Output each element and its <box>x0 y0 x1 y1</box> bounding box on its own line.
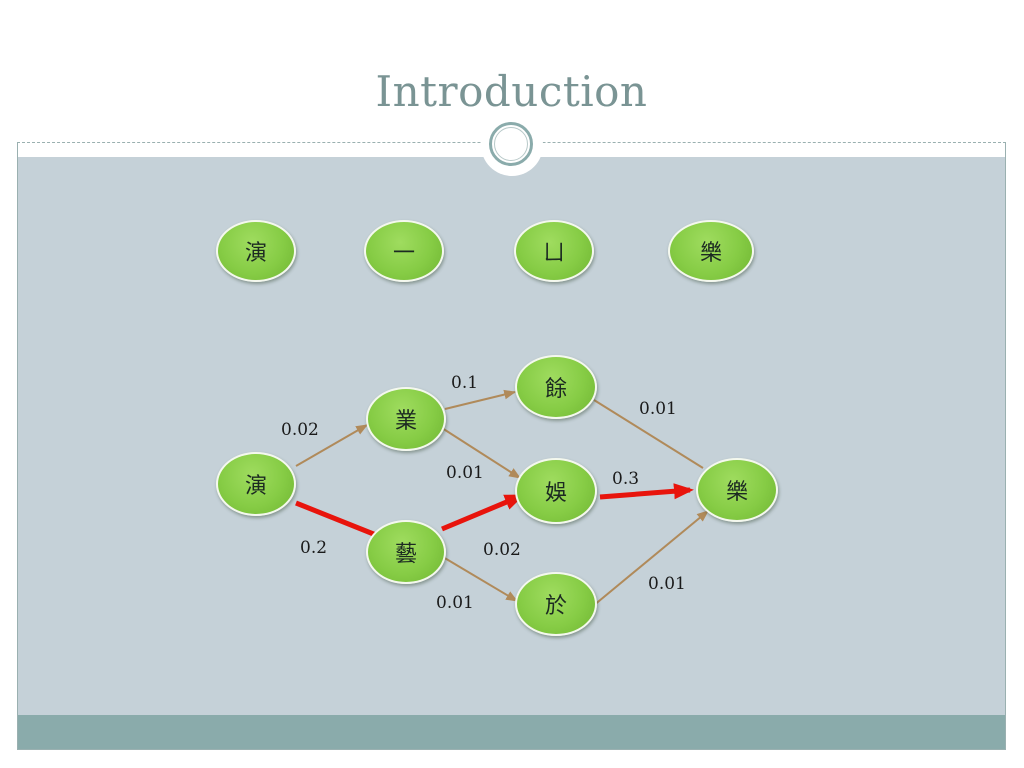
best-edge-start-yi <box>295 500 377 538</box>
input-char-3: ㄩ <box>514 220 594 282</box>
ornament-inner-ring <box>494 127 528 161</box>
weight-label-yi-yumid: 0.02 <box>483 540 521 560</box>
best-edge-yumid-end <box>599 483 694 500</box>
edge-yi-yubot <box>442 556 519 602</box>
content-area <box>18 157 1005 715</box>
lattice-node-yu-top: 餘 <box>515 355 597 419</box>
lattice-node-yi: 藝 <box>366 520 446 584</box>
input-char-1: 演 <box>216 220 296 282</box>
footer-bar <box>18 715 1005 749</box>
best-edge-yi-yumid <box>441 493 525 532</box>
edge-yubot-end <box>592 510 709 607</box>
lattice-node-start: 演 <box>216 452 296 516</box>
edge-ye-yutop <box>444 389 517 410</box>
weight-label-start-ye: 0.02 <box>281 420 319 440</box>
input-char-4: 樂 <box>668 220 754 282</box>
lattice-node-end: 樂 <box>696 458 778 522</box>
weight-label-yutop-end: 0.01 <box>639 399 677 419</box>
lattice-node-yu-bot: 於 <box>515 572 597 636</box>
weight-label-yumid-end: 0.3 <box>612 469 640 489</box>
edge-yutop-end <box>593 399 704 469</box>
edge-start-ye <box>295 424 369 467</box>
weight-label-start-yi: 0.2 <box>300 538 328 558</box>
weight-label-yubot-end: 0.01 <box>648 574 686 594</box>
weight-label-yi-yubot: 0.01 <box>436 593 474 613</box>
input-char-2: 一 <box>364 220 444 282</box>
edge-ye-yumid <box>441 427 522 479</box>
lattice-node-ye: 業 <box>366 387 446 451</box>
weight-label-ye-yumid: 0.01 <box>446 463 484 483</box>
slide-title: Introduction <box>375 67 648 116</box>
lattice-node-yu-mid: 娛 <box>515 458 597 524</box>
weight-label-ye-yutop: 0.1 <box>451 373 479 393</box>
